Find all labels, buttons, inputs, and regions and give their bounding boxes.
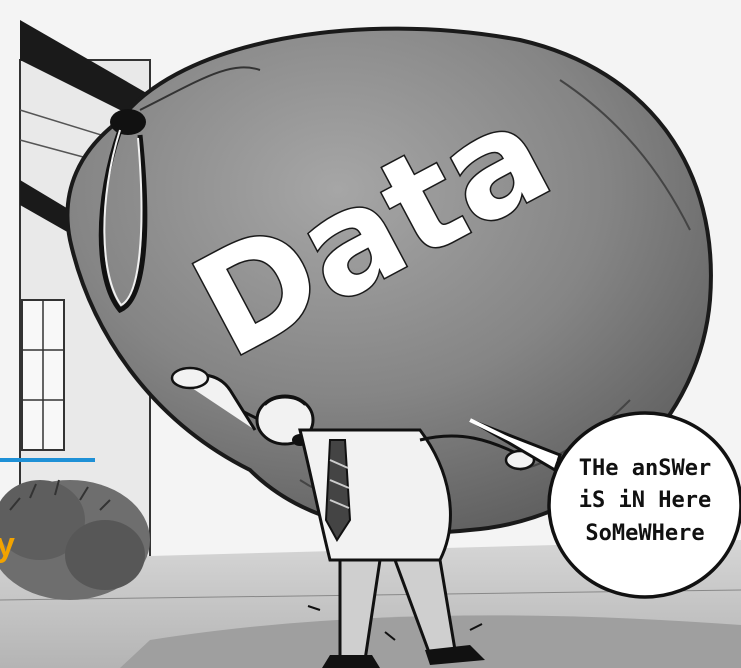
man-figure <box>170 366 536 668</box>
sack-knot <box>110 109 146 135</box>
speech-line-2: iS iN Here <box>579 488 711 513</box>
speech-bubble: THe anSWer iS iN Here SoMeWHere <box>469 411 741 599</box>
speech-line-1: THe anSWer <box>579 456 711 481</box>
man-left-shoe <box>322 655 380 668</box>
man-hand <box>170 366 210 390</box>
slide-edge-fragment: y <box>0 458 95 564</box>
edge-accent-bar <box>0 458 95 462</box>
edge-fragment-letter: y <box>0 526 15 564</box>
man-tie <box>324 439 352 542</box>
man-right-shoe <box>425 645 485 665</box>
speech-line-3: SoMeWHere <box>585 521 704 546</box>
sack-rope <box>98 129 148 314</box>
shrub <box>0 479 150 600</box>
